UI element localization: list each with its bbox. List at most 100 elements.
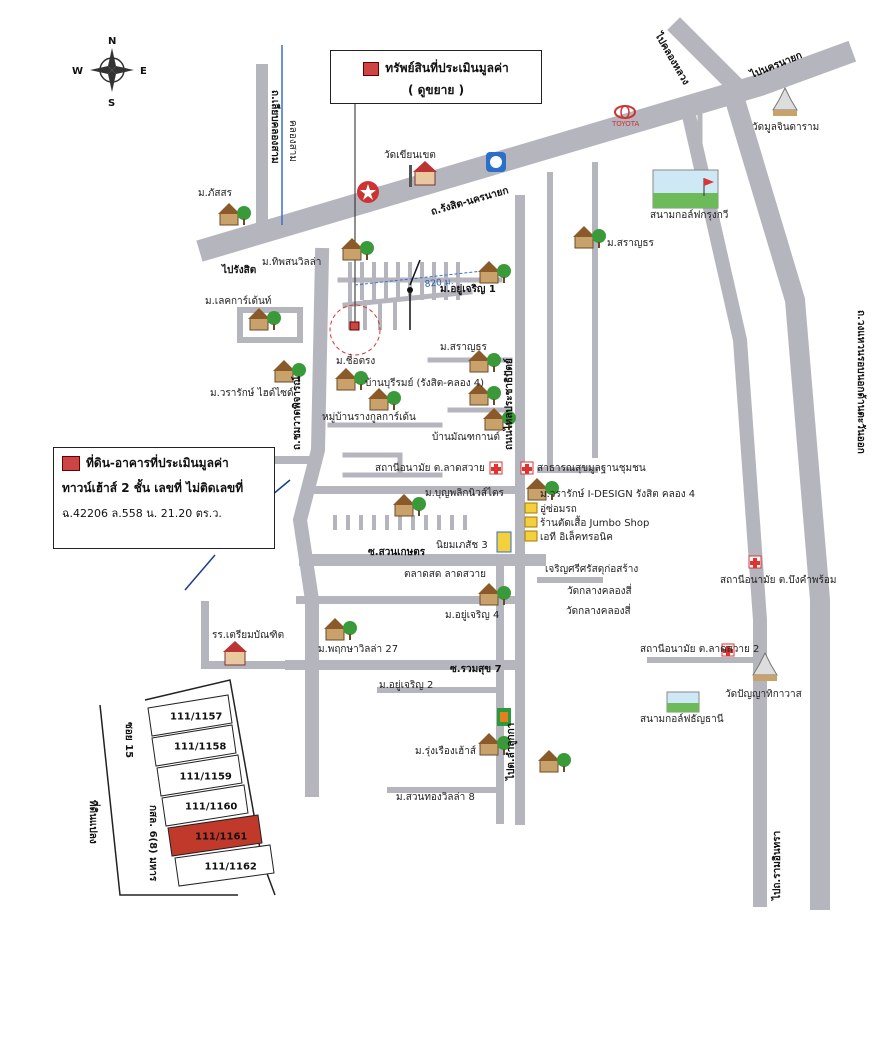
map-labels: ถ.รังสิต-นครนายก ไปรังสิต ไปนครนายก ไปคล…	[198, 29, 867, 901]
ring-road	[722, 87, 830, 910]
label-m-rungruang: ม.รุ่งเรืองเฮ้าส์	[415, 745, 476, 757]
house-icon	[273, 360, 306, 383]
house-icon	[368, 388, 401, 411]
label-wat-mun-chin: วัดมูลจินดาราม	[752, 122, 819, 133]
lot-parcel	[161, 784, 249, 827]
house-icon	[324, 618, 357, 641]
label-m-chutrong: ม.ชื่อตรง	[336, 353, 375, 367]
lot-parcel	[147, 694, 233, 737]
house-icon	[538, 750, 571, 773]
lot-label: 111/1160	[185, 802, 237, 813]
label-jumbo-shop: ร้านตัดเสื้อ Jumbo Shop	[540, 515, 649, 529]
property-marker	[349, 321, 360, 331]
compass-e: E	[140, 66, 147, 77]
label-m-lake-garden: ม.เลคการ์เด้นท์	[205, 295, 271, 307]
label-electronics: เอที อิเล็คทรอนิค	[540, 529, 613, 543]
road-label-soi-suan-kaset: ซ.สวนเกษตร	[368, 547, 426, 558]
road-label-to-rangsit: ไปรังสิต	[221, 263, 256, 276]
label-m-yucharoen2: ม.อยู่เจริญ 2	[379, 680, 433, 691]
school-icon	[223, 641, 247, 666]
label-wat-klang1: วัดกลางคลองสี่	[567, 583, 632, 597]
road-label-chom-wat: ถ.ชมวาดพิจารณ์	[291, 376, 303, 450]
road-label-ram-intra: ไปถ.รามอินทรา	[770, 831, 783, 901]
golf-course-1-icon	[652, 169, 719, 209]
house-icon	[478, 583, 511, 606]
pttl-icon	[486, 152, 506, 172]
label-m-yucharoen4: ม.อยู่เจริญ 4	[445, 610, 499, 621]
label-mu-ban-ruang: หมู่บ้านรางกูลการ์เด้น	[322, 411, 416, 423]
label-wat-khian-khet: วัดเขียนเขต	[384, 149, 436, 161]
house-icons	[218, 203, 606, 773]
legend-swatch	[363, 61, 380, 76]
label-school: รร.เตรียมบัณฑิต	[212, 629, 284, 641]
label-pharmacy: สาธารณสุขมูลฐานชุมชน	[537, 463, 646, 474]
star-icon	[357, 181, 379, 203]
road-label-soi-ruam-suk: ซ.รวมสุข 7	[450, 664, 502, 675]
label-golf-krungkavi: สนามกอล์ฟกรุงกวี	[650, 209, 728, 221]
label-talat: ตลาดสด ลาดสวาย	[404, 569, 486, 580]
legend-top-title: ทรัพย์สินที่ประเมินมูลค่า	[385, 61, 509, 75]
label-m-saranthon2: ม.สราญธร	[440, 342, 487, 353]
inset-kor-sor-label: กสล. 6(8) มหาร	[147, 805, 158, 882]
road-label-klong-sam: คลองสาม	[287, 120, 298, 162]
inset-soi-label: ซอย 15	[123, 722, 134, 758]
label-ban-burirom: บ้านบุรีรมย์ (รังสิต-คลอง 4)	[365, 377, 484, 389]
house-icon	[483, 408, 516, 431]
inset-land-label: ที่ดินแปลง	[87, 800, 101, 844]
label-m-warak-idesign: ม.วรารักษ์ I-DESIGN รังสิต คลอง 4	[540, 488, 695, 500]
legend-main-line2: ทาวน์เฮ้าส์ 2 ชั้น เลขที่ ไม่ติดเลขที่	[62, 481, 244, 495]
house-icon	[218, 203, 251, 226]
wat-khian-khet-icon	[409, 161, 437, 187]
temple-icon	[772, 86, 798, 116]
lot-plan-inset: 111/1157111/1158111/1159111/1160111/1161…	[87, 679, 276, 896]
label-m-boon-plik: ม.บุญพลิกนิวส์ไตร	[425, 487, 504, 499]
label-m-saranthon: ม.สราญธร	[607, 238, 654, 249]
legend-main-swatch	[62, 456, 80, 471]
lot-label: 111/1161	[195, 832, 247, 843]
lot-parcel	[156, 754, 243, 797]
house-icon	[335, 368, 368, 391]
label-m-phatson: ม.ภัสสร	[198, 188, 233, 199]
lot-label: 111/1159	[180, 772, 232, 783]
house-icon	[478, 733, 511, 756]
label-niyom-phaet: นิยมเภสัช 3	[436, 540, 488, 551]
legend-main-line1: ที่ดิน-อาคารที่ประเมินมูลค่า	[86, 456, 229, 470]
legend-main-line3: ฉ.42206 ล.558 น. 21.20 ตร.ว.	[62, 507, 222, 520]
house-icon	[393, 494, 426, 517]
label-m-thip-villa: ม.ทิพสนวิลล่า	[262, 257, 321, 268]
house-icon	[573, 226, 606, 249]
rangsit-nakhonnayok-highway	[196, 40, 857, 262]
compass-s: S	[108, 98, 115, 109]
temple-2-icon	[752, 651, 778, 681]
label-m-yucharoen1: ม.อยู่เจริญ 1	[440, 283, 496, 296]
house-icon	[468, 383, 501, 406]
house-icon	[526, 478, 559, 501]
compass-rose: N S E W	[72, 36, 147, 109]
legend-main: ที่ดิน-อาคารที่ประเมินมูลค่า ทาวน์เฮ้าส์…	[53, 447, 275, 549]
lot-label: 111/1157	[170, 712, 222, 723]
label-m-warak-hyde: ม.วรารักษ์ ไฮด์ไซด์	[210, 387, 294, 399]
house-icon	[341, 238, 374, 261]
label-wat-klang2: วัดกลางคลองสี่	[566, 603, 631, 617]
label-ban-monthakan: บ้านมัณฑกานต์	[432, 431, 500, 443]
road-label-lam-luk-ka: ไปต.ลำลูกกา	[504, 723, 518, 781]
road-label-liab-klong-sam: ถ.เลียบคลองสาม	[269, 90, 281, 164]
compass-w: W	[72, 66, 83, 77]
label-health-bueng: สถานีอนามัย ต.บึงคำพร้อม	[720, 574, 836, 586]
health-icons	[489, 461, 762, 657]
house-icon	[248, 308, 281, 331]
niyom-icon	[496, 531, 512, 553]
label-health-lat-sawai: สถานีอนามัย ต.ลาดสวาย	[375, 462, 485, 474]
seven-eleven-icon	[497, 708, 511, 726]
house-icon	[478, 261, 511, 284]
legend-top: ทรัพย์สินที่ประเมินมูลค่า ( ดูขยาย )	[330, 50, 542, 104]
lot-label: 111/1162	[205, 862, 257, 873]
house-icon	[468, 350, 501, 373]
lot-parcel	[174, 844, 275, 887]
lot-parcel	[167, 814, 263, 857]
label-health-lat2: สถานีอนามัย ต.ลาดสวาย 2	[640, 643, 759, 655]
toyota-label: TOYOTA	[611, 120, 640, 128]
legend-top-subtitle: ( ดูขยาย )	[407, 83, 465, 97]
road-label-prachathipat: ถนนไหลประชาธิปัตย์	[502, 358, 515, 450]
